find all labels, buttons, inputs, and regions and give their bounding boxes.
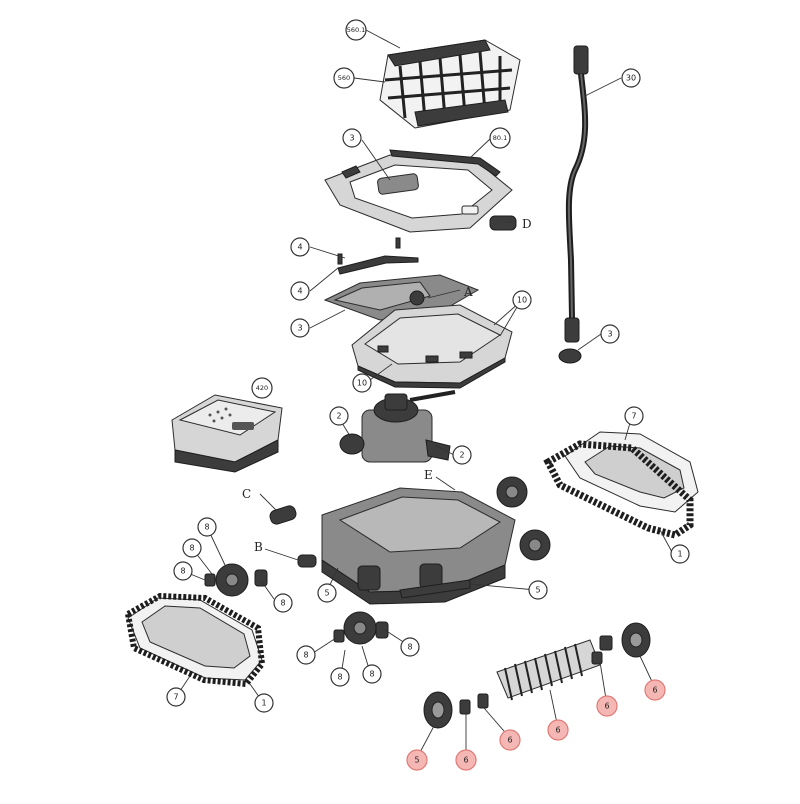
- svg-text:560.1: 560.1: [347, 26, 366, 34]
- svg-text:5: 5: [535, 586, 540, 595]
- callout-7a: 7: [624, 406, 644, 426]
- letter-b: B: [254, 540, 263, 554]
- svg-text:10: 10: [357, 379, 367, 388]
- top-bar-parts: [337, 237, 419, 275]
- callout-8c: 8: [173, 561, 193, 581]
- svg-text:7: 7: [631, 412, 636, 421]
- svg-text:4: 4: [297, 287, 302, 296]
- svg-text:5: 5: [414, 756, 419, 765]
- callout-7b: 7: [166, 687, 186, 707]
- callout-6d: 6: [499, 729, 521, 751]
- svg-text:10: 10: [517, 296, 527, 305]
- svg-text:6: 6: [555, 726, 560, 735]
- callout-6e: 6: [455, 749, 477, 771]
- callout-2b: 2: [452, 445, 472, 465]
- svg-text:7: 7: [173, 693, 178, 702]
- svg-text:3: 3: [349, 134, 354, 143]
- callout-8f: 8: [330, 667, 350, 687]
- callout-5b: 5: [528, 580, 548, 600]
- callout-3-hose: 3: [600, 324, 620, 344]
- callout-3-cover: 3: [290, 318, 310, 338]
- svg-text:1: 1: [261, 699, 266, 708]
- callout-1b: 1: [254, 693, 274, 713]
- floating-hose: [558, 45, 589, 364]
- svg-text:8: 8: [369, 670, 374, 679]
- debris-basket: [379, 39, 521, 129]
- letter-a: A: [463, 285, 473, 299]
- svg-text:8: 8: [303, 651, 308, 660]
- right-track-assembly: [543, 431, 699, 539]
- callout-8d: 8: [273, 593, 293, 613]
- svg-text:8: 8: [280, 599, 285, 608]
- svg-text:560: 560: [338, 74, 350, 82]
- callout-6a: 6: [644, 679, 666, 701]
- callout-560-1: 560.1: [345, 19, 367, 41]
- letter-c: C: [242, 487, 251, 501]
- callout-4a: 4: [290, 237, 310, 257]
- svg-text:3: 3: [297, 324, 302, 333]
- callout-2a: 2: [329, 406, 349, 426]
- letter-markers: D A C B E: [242, 217, 532, 554]
- svg-text:1: 1: [677, 550, 682, 559]
- svg-text:6: 6: [463, 756, 468, 765]
- power-supply-unit: [171, 394, 283, 473]
- svg-text:8: 8: [180, 567, 185, 576]
- svg-text:30: 30: [626, 74, 636, 83]
- callouts: 560.1 560 30 3 80.1 4 4 3 10 10 3 420 2 …: [166, 19, 690, 771]
- main-chassis: [321, 487, 516, 605]
- callout-8a: 8: [197, 517, 217, 537]
- right-wheels: [496, 476, 551, 561]
- pump-motor: [339, 390, 456, 463]
- top-handle-frame: [324, 149, 517, 233]
- svg-text:8: 8: [337, 673, 342, 682]
- svg-text:6: 6: [604, 702, 609, 711]
- small-parts-c-b: [269, 505, 317, 568]
- callout-420: 420: [251, 377, 273, 399]
- svg-text:2: 2: [459, 451, 464, 460]
- svg-text:3: 3: [607, 330, 612, 339]
- callout-30: 30: [621, 68, 641, 88]
- callout-8b: 8: [182, 538, 202, 558]
- brush-assembly: [423, 622, 651, 729]
- callout-3-top: 3: [342, 128, 362, 148]
- callout-10b: 10: [352, 373, 372, 393]
- callout-6c: 6: [547, 719, 569, 741]
- svg-text:2: 2: [336, 412, 341, 421]
- left-wheels: [204, 563, 389, 645]
- svg-text:8: 8: [204, 523, 209, 532]
- callout-1a: 1: [670, 544, 690, 564]
- svg-text:80.1: 80.1: [493, 134, 507, 142]
- callout-560: 560: [333, 67, 355, 89]
- callout-6b: 6: [596, 695, 618, 717]
- svg-text:420: 420: [256, 384, 268, 392]
- callout-8g: 8: [362, 664, 382, 684]
- callout-10a: 10: [512, 290, 532, 310]
- callout-8e: 8: [296, 645, 316, 665]
- callout-8h: 8: [400, 637, 420, 657]
- callout-5a: 5: [317, 583, 337, 603]
- lower-shell: [351, 304, 513, 389]
- callout-5c: 5: [406, 749, 428, 771]
- letter-e: E: [424, 468, 433, 482]
- svg-text:5: 5: [324, 589, 329, 598]
- svg-text:6: 6: [652, 686, 657, 695]
- callout-80-1: 80.1: [489, 127, 511, 149]
- svg-text:4: 4: [297, 243, 302, 252]
- letter-d: D: [522, 217, 532, 231]
- svg-text:8: 8: [189, 544, 194, 553]
- callout-4b: 4: [290, 281, 310, 301]
- svg-text:8: 8: [407, 643, 412, 652]
- svg-text:6: 6: [507, 736, 512, 745]
- left-track-assembly: [124, 592, 266, 688]
